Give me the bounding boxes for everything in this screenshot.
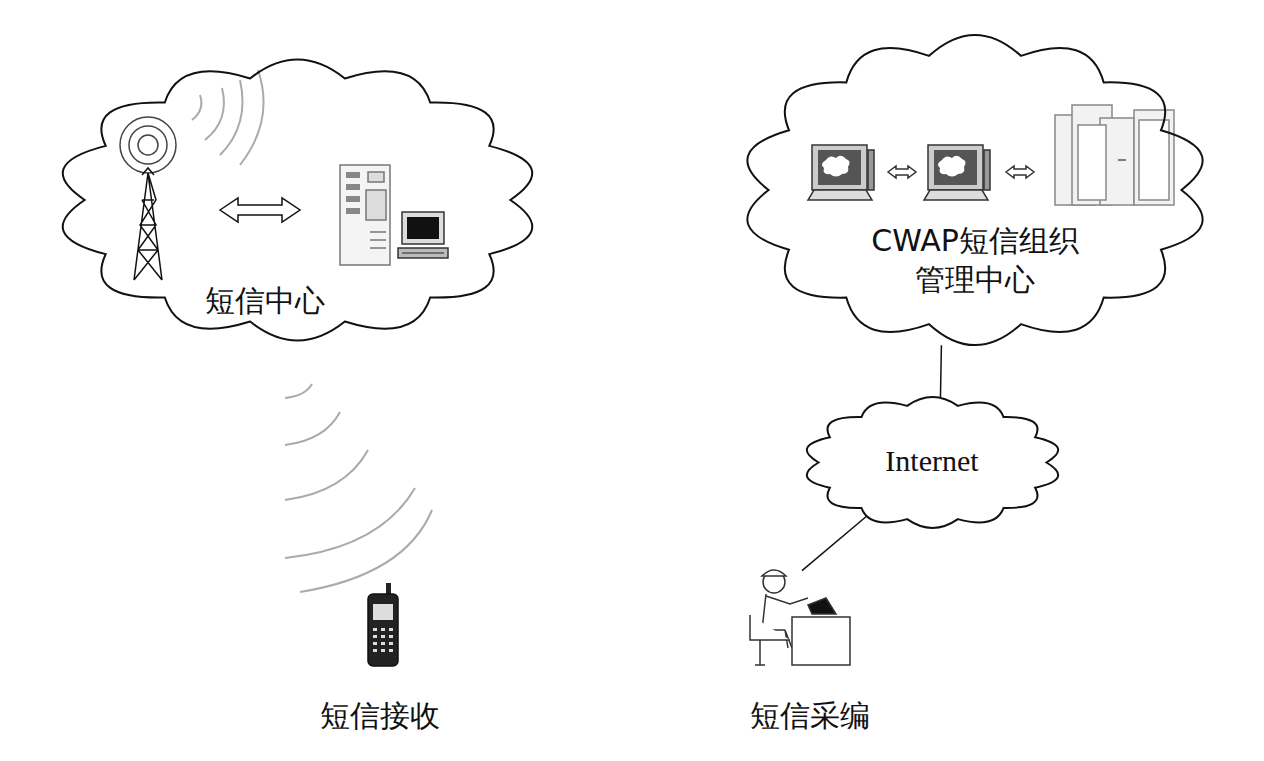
editor-node: 短信采编	[730, 560, 890, 738]
device-label: 短信接收	[320, 696, 440, 735]
server-tower	[340, 165, 390, 265]
cloud-region: 短信中心	[50, 55, 545, 345]
phone-node: 短信接收	[316, 578, 444, 740]
connector-line	[802, 517, 866, 571]
double-arrow	[1006, 166, 1034, 178]
network-cloud: Internet	[800, 395, 1065, 530]
radio-waves	[285, 384, 432, 592]
workstation	[924, 145, 990, 200]
cloud-shape	[807, 397, 1058, 528]
antenna-tower	[120, 117, 176, 280]
editor-person	[750, 570, 850, 665]
network-name: Internet	[885, 441, 978, 480]
cloud-shape	[747, 35, 1202, 345]
workstation	[808, 145, 874, 200]
double-arrow	[220, 198, 300, 222]
desktop-pc	[398, 212, 448, 258]
center-name: CWAP短信组织 管理中心	[845, 221, 1105, 299]
connector-line	[940, 345, 942, 398]
cloud-region: CWAP短信组织 管理中心	[735, 30, 1215, 350]
server-rack	[1055, 105, 1174, 205]
mobile-phone	[368, 583, 398, 666]
double-arrow	[888, 166, 916, 178]
cloud-outline	[735, 30, 1215, 350]
role-label: 短信采编	[750, 696, 870, 735]
radio-waves	[192, 70, 264, 165]
cloud-shape	[63, 59, 532, 340]
center-name: 短信中心	[205, 281, 325, 320]
